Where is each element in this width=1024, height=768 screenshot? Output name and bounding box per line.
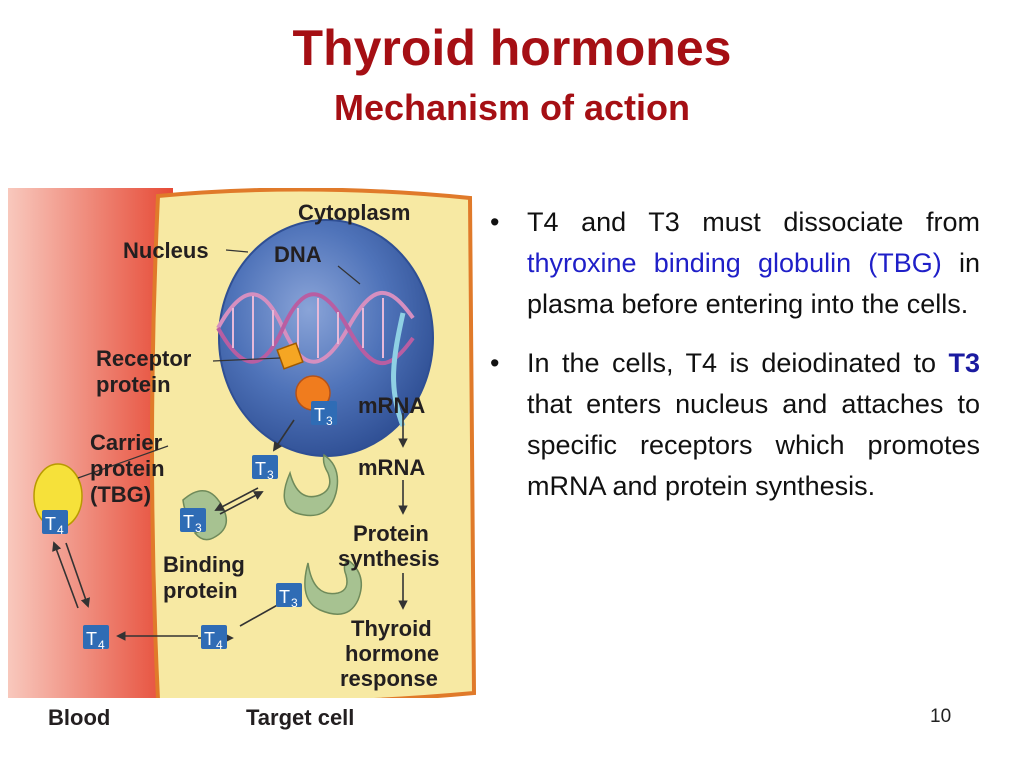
receptor-protein xyxy=(276,342,304,370)
binding-protein-shape-3 xyxy=(304,559,363,615)
label-mrna-cytoplasm: mRNA xyxy=(358,455,425,480)
label-mrna-nucleus: mRNA xyxy=(358,393,425,418)
label-nucleus: Nucleus xyxy=(123,238,209,263)
t3-token-nucleus: T 3 xyxy=(311,401,337,428)
label-dna: DNA xyxy=(274,242,322,267)
svg-text:3: 3 xyxy=(291,596,298,610)
bullet-2: • In the cells, T4 is deiodinated to T3 t… xyxy=(488,343,980,507)
t4-token-blood: T 4 xyxy=(83,625,109,652)
label-receptor-line2: protein xyxy=(96,372,171,397)
label-leaders xyxy=(77,249,361,479)
label-cytoplasm: Cytoplasm xyxy=(298,200,410,225)
arrow-binding-to-t3 xyxy=(219,491,264,515)
slide-subtitle: Mechanism of action xyxy=(333,87,691,128)
thyroid-mechanism-diagram: T 3 T 3 T 3 T 3 T 4 T 4 T xyxy=(8,188,476,738)
label-carrier-line3: (TBG) xyxy=(90,482,151,507)
bullet-dot: • xyxy=(490,207,500,237)
bullet-1-highlight: thyroxine binding globulin (TBG) xyxy=(527,248,942,278)
bullet-2-text-b: that enters nucleus and attaches to spec… xyxy=(527,389,980,501)
label-binding-line2: protein xyxy=(163,578,238,603)
svg-text:3: 3 xyxy=(195,521,202,535)
svg-text:T: T xyxy=(183,512,194,532)
svg-text:4: 4 xyxy=(57,523,64,537)
label-target-cell: Target cell xyxy=(246,705,354,730)
caption-strip xyxy=(8,698,476,738)
arrow-t3-to-binding xyxy=(214,487,259,511)
slide-title: Thyroid hormones xyxy=(292,20,732,76)
arrow-t3-to-receptor xyxy=(272,419,295,452)
dna-helix xyxy=(216,290,415,366)
t3-token-1: T 3 xyxy=(252,455,278,482)
bullet-2-text-a: In the cells, T4 is deiodinated to xyxy=(527,348,949,378)
svg-text:3: 3 xyxy=(326,414,333,428)
label-protein-line1: Protein xyxy=(353,521,429,546)
bullet-list: • T4 and T3 must dissociate from thyroxin… xyxy=(488,202,980,525)
label-carrier-line2: protein xyxy=(90,456,165,481)
bullet-1-text-b: in plasma before entering into the cells… xyxy=(527,248,980,319)
bullet-dot: • xyxy=(490,348,500,378)
bullet-1: • T4 and T3 must dissociate from thyroxin… xyxy=(488,202,980,325)
label-carrier-line1: Carrier xyxy=(90,430,163,455)
binding-protein-shape-2 xyxy=(283,453,339,517)
svg-text:T: T xyxy=(314,405,325,425)
label-response-line2: hormone xyxy=(345,641,439,666)
t3-token-3: T 3 xyxy=(276,583,302,610)
pathway-arrows xyxy=(52,413,408,643)
label-response-line3: response xyxy=(340,666,438,691)
svg-text:T: T xyxy=(204,629,215,649)
bullet-1-text-a: T4 and T3 must dissociate from xyxy=(527,207,980,237)
svg-text:3: 3 xyxy=(267,468,274,482)
label-receptor-line1: Receptor xyxy=(96,346,192,371)
svg-text:T: T xyxy=(45,514,56,534)
label-binding-line1: Binding xyxy=(163,552,245,577)
page-number: 10 xyxy=(930,706,952,727)
svg-text:4: 4 xyxy=(216,638,223,652)
svg-text:T: T xyxy=(86,629,97,649)
t4-token-cell: T 4 xyxy=(201,625,227,652)
svg-text:T: T xyxy=(255,459,266,479)
arrow-carrier-bind xyxy=(52,541,79,609)
diagram-canvas: T 3 T 3 T 3 T 3 T 4 T 4 T xyxy=(8,188,476,738)
t3-token-2: T 3 xyxy=(180,508,206,535)
svg-text:4: 4 xyxy=(98,638,105,652)
svg-text:T: T xyxy=(279,587,290,607)
arrow-carrier-release xyxy=(65,542,90,608)
label-protein-line2: synthesis xyxy=(338,546,440,571)
mrna-strand xyxy=(391,312,406,427)
label-blood: Blood xyxy=(48,705,110,730)
label-response-line1: Thyroid xyxy=(351,616,432,641)
bullet-2-highlight: T3 xyxy=(948,348,980,378)
t4-token-carrier: T 4 xyxy=(42,510,68,537)
